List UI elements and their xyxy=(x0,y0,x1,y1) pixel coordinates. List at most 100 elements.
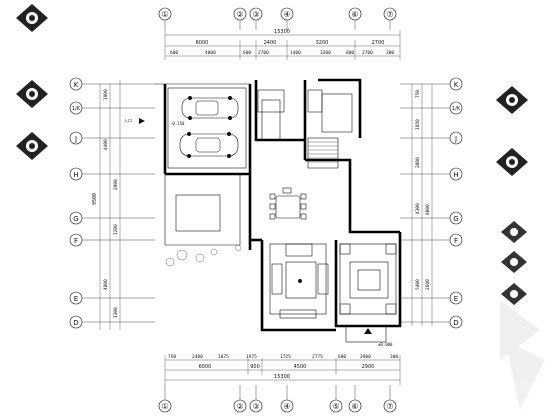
dim-top-row2-8: 2700 xyxy=(362,50,373,56)
plants xyxy=(165,244,242,267)
dim-top-row2-9: 300 xyxy=(386,50,394,56)
axis-right-K: K xyxy=(454,81,459,89)
dim-right-1: 750 xyxy=(415,90,421,98)
dim-bottom-4: 2900 xyxy=(362,364,375,370)
dim-right-2: 1850 xyxy=(415,119,421,130)
dim-top-row2-6: 3200 xyxy=(320,50,331,56)
axis-left-1K: 1/K xyxy=(72,106,81,112)
dim-bottom-row2-1: 750 xyxy=(168,354,176,360)
section-marker-left-3 xyxy=(16,132,48,160)
axis-left-K: K xyxy=(74,81,79,89)
axis-right-1K: 1/K xyxy=(452,106,461,112)
axis-left-H: H xyxy=(73,171,78,179)
axis-bottom-7: ⑦ xyxy=(386,402,393,411)
right-dimension-chain: 750 1850 2800 8000 4300 5400 2600 xyxy=(411,84,433,326)
dim-top-total: 15300 xyxy=(274,29,290,35)
dining-area xyxy=(269,187,307,220)
top-axis-bubbles: ① ② ③ ④ ⑥ ⑦ ⑤ xyxy=(158,7,397,30)
garage: 入口 -0.150 xyxy=(124,87,247,169)
dim-top-1: 6000 xyxy=(196,40,209,46)
axis-right-H: H xyxy=(453,171,458,179)
dim-top-4: 2700 xyxy=(372,40,385,46)
elevation-bottom: ±0.000 xyxy=(378,342,393,347)
porch: ±0.000 xyxy=(345,325,393,347)
bottom-axis-bubbles: ① ② ③ ④ ⑤ ⑥ ⑦ xyxy=(158,385,397,413)
dim-bottom-total: 15300 xyxy=(274,374,290,380)
car-icon xyxy=(179,132,239,158)
axis-top-7: ⑦ xyxy=(386,10,393,19)
dim-bottom-row2-9: 300 xyxy=(390,354,398,360)
axis-left-J: J xyxy=(74,135,77,143)
dim-bottom-1: 6000 xyxy=(199,364,212,370)
entry-arrow-icon xyxy=(139,118,145,124)
section-marker-right-4 xyxy=(501,251,527,273)
axis-right-F: F xyxy=(454,237,458,245)
dim-left-6: 1300 xyxy=(113,307,119,318)
dim-top-2: 2400 xyxy=(264,40,277,46)
dim-left-1: 1800 xyxy=(103,89,109,100)
bottom-dimension-chain: 750 2400 1075 1975 1725 2775 600 2900 30… xyxy=(164,354,401,385)
dim-bottom-row2-5: 1725 xyxy=(280,354,291,360)
section-marker-left-1 xyxy=(16,4,48,32)
car-icon xyxy=(181,96,239,120)
section-marker-left-2 xyxy=(16,80,48,108)
dim-right-5: 5400 xyxy=(415,279,421,290)
dim-bottom-row2-7: 600 xyxy=(338,354,346,360)
dim-left-4: 1200 xyxy=(113,224,119,235)
axis-top-2: ② xyxy=(236,10,243,19)
section-marker-right-3 xyxy=(501,221,527,243)
dim-right-6: 2600 xyxy=(425,279,431,290)
dim-bottom-row2-3: 1075 xyxy=(218,354,229,360)
watermark-logo xyxy=(500,300,545,410)
axis-right-J: J xyxy=(454,135,457,143)
dim-left-total: 9500 xyxy=(92,193,98,205)
section-marker-right-1 xyxy=(496,86,528,114)
dim-right-total: 8000 xyxy=(425,204,431,215)
living-room xyxy=(269,243,329,319)
dim-top-row2-3: 600 xyxy=(243,50,251,56)
section-marker-right-5 xyxy=(501,283,527,305)
dim-top-3: 3200 xyxy=(316,40,329,46)
dim-bottom-row2-2: 2400 xyxy=(192,354,203,360)
section-marker-right-2 xyxy=(496,148,528,176)
dim-bottom-3: 4500 xyxy=(294,364,307,370)
entry-label: 入口 xyxy=(124,118,132,123)
dim-bottom-row2-8: 2900 xyxy=(360,354,371,360)
dim-left-2: 4400 xyxy=(103,139,109,150)
top-dimension-chain: 15300 6000 2400 3200 2700 600 4800 600 2… xyxy=(164,29,401,60)
axis-bottom-4: ④ xyxy=(283,402,290,411)
elevation-left: -0.150 xyxy=(170,121,185,126)
dim-top-row2-5: 1400 xyxy=(290,50,301,56)
building-walls xyxy=(155,78,402,332)
axis-right-G: G xyxy=(453,215,458,223)
dim-left-3: 2800 xyxy=(113,179,119,190)
dim-bottom-row2-6: 2775 xyxy=(312,354,323,360)
axis-left-E: E xyxy=(74,295,78,303)
dim-top-row2-4: 2700 xyxy=(258,50,269,56)
axis-right-E: E xyxy=(454,295,458,303)
axis-bottom-6: ⑥ xyxy=(351,402,358,411)
axis-bottom-1: ① xyxy=(161,402,168,411)
dim-bottom-row2-4: 1975 xyxy=(246,354,257,360)
dim-left-5: 4800 xyxy=(103,279,109,290)
left-axis: K 1/K J H G F E D xyxy=(69,77,155,329)
axis-bottom-2: ② xyxy=(236,402,243,411)
left-dimension-chain: 9500 1800 4400 2800 1200 4800 1300 xyxy=(92,80,121,330)
dim-top-row2-1: 600 xyxy=(170,50,178,56)
axis-top-3: ③ xyxy=(252,10,259,19)
axis-bottom-5: ⑤ xyxy=(332,402,339,411)
axis-left-D: D xyxy=(73,319,78,327)
dim-top-row2-2: 4800 xyxy=(205,50,216,56)
axis-left-G: G xyxy=(73,215,78,223)
staircase xyxy=(307,137,339,169)
entry-arrow-icon xyxy=(364,328,372,334)
axis-left-F: F xyxy=(74,237,78,245)
axis-right-D: D xyxy=(453,319,458,327)
dim-bottom-2: 900 xyxy=(250,364,260,370)
axis-top-6: ⑥ xyxy=(351,10,358,19)
right-axis: K 1/K J H G F E D xyxy=(400,77,463,329)
dim-right-3: 2800 xyxy=(415,157,421,168)
axis-top-1: ① xyxy=(161,10,168,19)
right-room xyxy=(339,243,397,315)
